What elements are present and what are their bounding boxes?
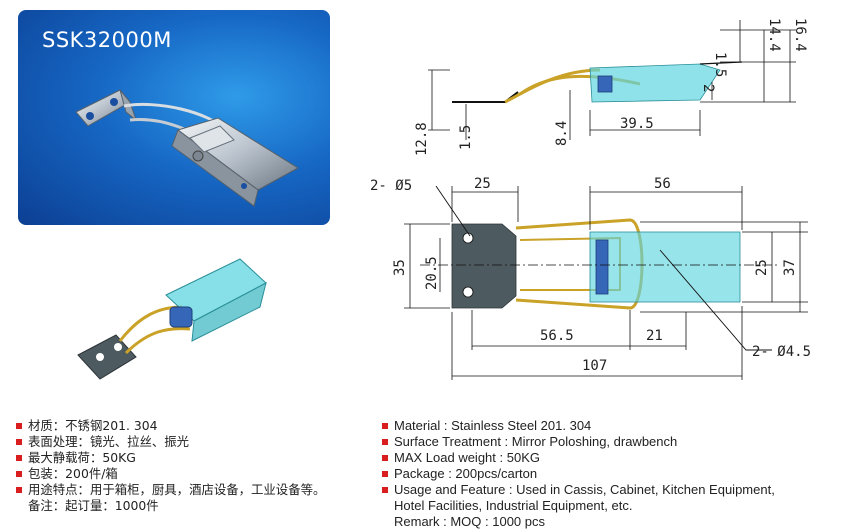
spec-en-item: Material : Stainless Steel 201. 304 <box>382 418 842 434</box>
dim-hole-5: 2- Ø5 <box>370 178 412 194</box>
technical-drawing: 1.5 14.4 16.4 12.8 1.5 8.4 39.5 2 2- Ø5 … <box>370 18 811 380</box>
dim-35: 35 <box>392 259 408 276</box>
spec-en-item: MAX Load weight : 50KG <box>382 450 842 466</box>
dim-12-8: 12.8 <box>414 122 430 156</box>
specs-english: Material : Stainless Steel 201. 304 Surf… <box>382 418 842 530</box>
dim-39-5: 39.5 <box>620 116 654 132</box>
spec-en-item: Surface Treatment : Mirror Poloshing, dr… <box>382 434 842 450</box>
dim-20-5: 20.5 <box>424 256 440 290</box>
bullet-icon <box>16 455 22 461</box>
latch-photo <box>75 89 299 207</box>
latch-3d-render <box>77 258 267 380</box>
dim-1-5-left: 1.5 <box>458 125 474 150</box>
dim-25-top: 25 <box>474 176 491 192</box>
dim-37: 37 <box>782 259 798 276</box>
spec-en-item: Remark : MOQ : 1000 pcs <box>394 514 545 529</box>
spec-cn-item: 表面处理：镜光、拉丝、振光 <box>16 434 376 450</box>
bullet-icon <box>382 423 388 429</box>
dim-2: 2 <box>700 84 716 92</box>
dim-21: 21 <box>646 328 663 344</box>
bullet-icon <box>382 487 388 493</box>
bullet-icon <box>16 471 22 477</box>
model-title: SSK32000M <box>42 28 172 52</box>
spec-en-item: Package : 200pcs/carton <box>382 466 842 482</box>
bullet-icon <box>16 487 22 493</box>
spec-cn-item: 包装：200件/箱 <box>16 466 376 482</box>
dim-8-4: 8.4 <box>554 121 570 146</box>
dim-14-4: 14.4 <box>766 18 782 52</box>
bullet-icon <box>382 439 388 445</box>
dim-16-4: 16.4 <box>792 18 808 52</box>
dim-56-5: 56.5 <box>540 328 574 344</box>
spec-en-item: Hotel Facilities, Industrial Equipment, … <box>394 498 633 513</box>
bullet-icon <box>16 423 22 429</box>
spec-en-item: Usage and Feature : Used in Cassis, Cabi… <box>382 482 842 498</box>
product-banner: SSK32000M <box>18 10 330 225</box>
dim-107: 107 <box>582 358 607 374</box>
spec-cn-item: 备注：起订量：1000件 <box>28 498 159 513</box>
dim-hole-4-5: 2- Ø4.5 <box>752 344 811 360</box>
bullet-icon <box>16 439 22 445</box>
spec-cn-item: 用途特点：用于箱柜，厨具，酒店设备，工业设备等。 <box>16 482 376 498</box>
spec-cn-item: 材质：不锈钢201. 304 <box>16 418 376 434</box>
spec-cn-item: 最大静载荷：50KG <box>16 450 376 466</box>
specs-chinese: 材质：不锈钢201. 304 表面处理：镜光、拉丝、振光 最大静载荷：50KG … <box>16 418 376 514</box>
dim-56: 56 <box>654 176 671 192</box>
dim-1-5-top: 1.5 <box>712 52 728 77</box>
bullet-icon <box>382 471 388 477</box>
dim-25-right: 25 <box>754 259 770 276</box>
bullet-icon <box>382 455 388 461</box>
